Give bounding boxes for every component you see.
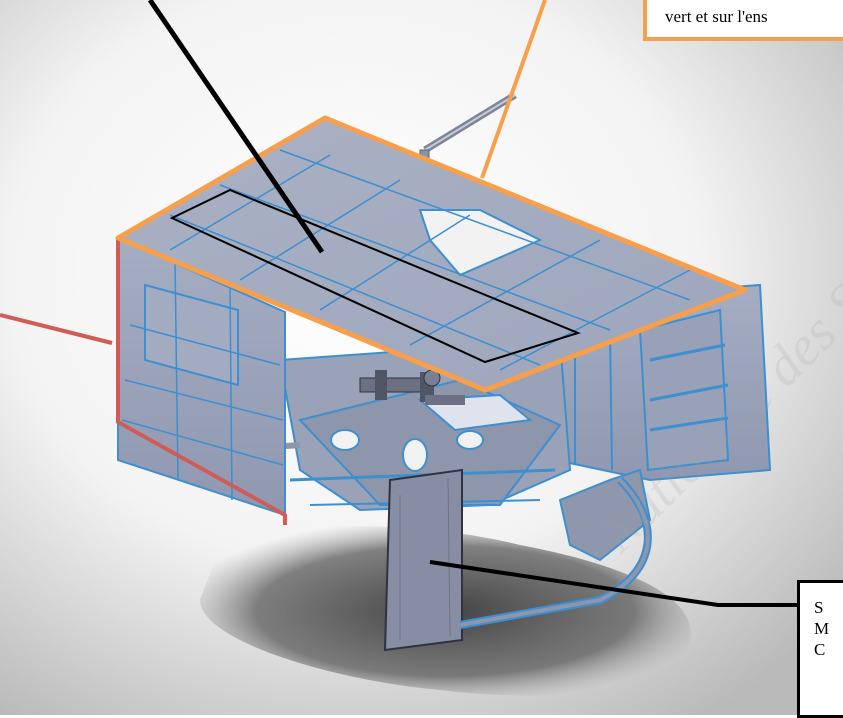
keel-blade xyxy=(383,468,652,652)
callout-bottom-right-line: M xyxy=(814,619,830,638)
callout-bottom-right: S M C xyxy=(797,580,843,718)
red-highlight-outline xyxy=(0,238,287,525)
callout-bottom-right-line: C xyxy=(814,640,826,659)
callout-top-right: vert et sur l'ens xyxy=(643,0,843,41)
orange-leader xyxy=(480,0,547,179)
black-leader-top xyxy=(147,0,325,254)
callout-top-right-text: vert et sur l'ens xyxy=(665,7,768,26)
callout-bottom-right-line: S xyxy=(814,598,824,617)
black-inner-outline xyxy=(169,188,581,364)
black-leader-bottom xyxy=(429,560,797,607)
mechanism xyxy=(359,369,465,405)
